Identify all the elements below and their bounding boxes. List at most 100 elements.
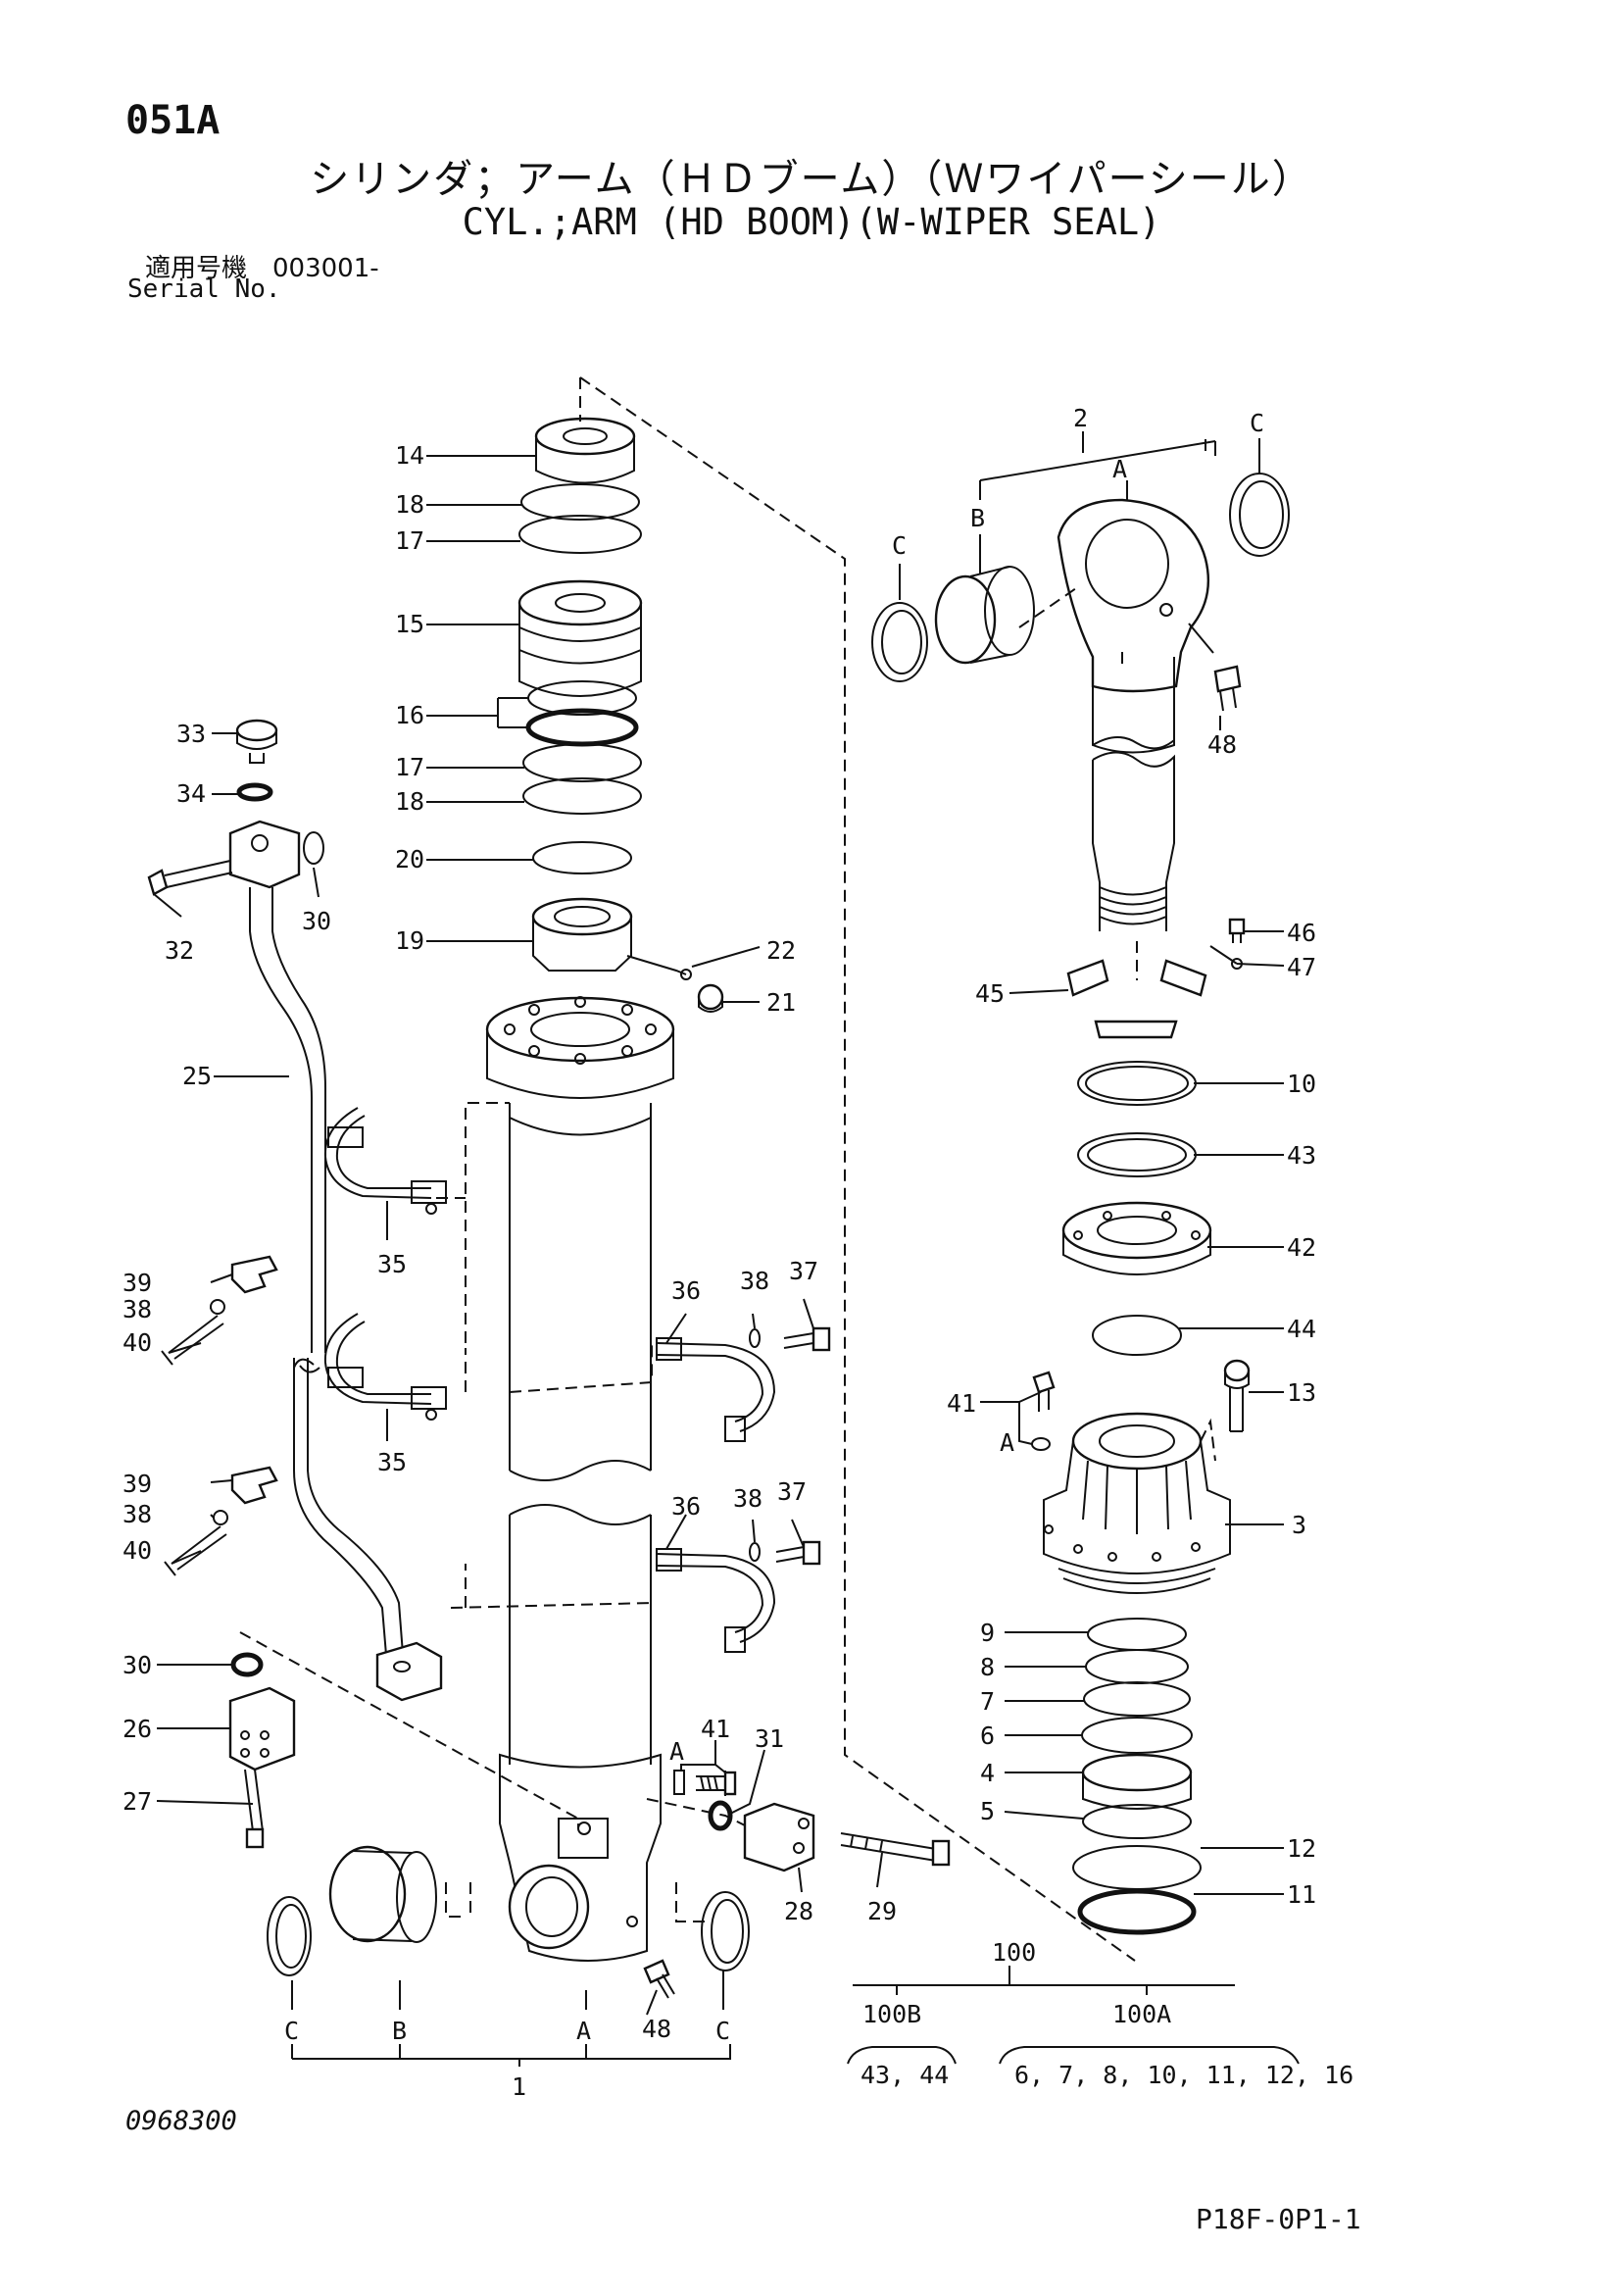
part-33-plug	[235, 719, 278, 764]
callout-33: 33	[176, 720, 206, 748]
callout-11: 11	[1287, 1880, 1316, 1909]
kit-100a: 100A	[1112, 2000, 1171, 2028]
part-12-ring	[1072, 1845, 1202, 1890]
part-c-seal-lower-right	[701, 1891, 750, 1972]
callout-48-lower: 48	[642, 2015, 671, 2043]
part-26-block	[228, 1686, 296, 1772]
fitting-assembly	[673, 1770, 951, 1872]
part-c-seal-upper-left-inner	[881, 610, 922, 674]
part-39-bracket-upper	[230, 1255, 278, 1294]
pipe-block-upper	[228, 820, 301, 889]
callout-6: 6	[980, 1722, 995, 1750]
callout-31: 31	[755, 1724, 784, 1753]
callout-26: 26	[123, 1715, 152, 1743]
assembly-guide-lines	[239, 376, 1216, 1962]
part-8-ring	[1085, 1649, 1189, 1684]
callout-8: 8	[980, 1653, 995, 1681]
page-title-english: CYL.;ARM (HD BOOM)(W-WIPER SEAL)	[462, 201, 1161, 243]
callout-28: 28	[784, 1897, 813, 1925]
letter-b-top: B	[970, 504, 985, 532]
part-5-ring	[1082, 1804, 1192, 1839]
callout-39-upper: 39	[123, 1269, 152, 1297]
letter-a-41: A	[1000, 1428, 1014, 1457]
part-43-ring-inner	[1087, 1138, 1187, 1172]
part-39-bracket-lower	[230, 1466, 278, 1505]
part-10-ring	[1077, 1061, 1197, 1106]
part-37-bolt-lower	[775, 1540, 821, 1566]
callout-32: 32	[165, 936, 194, 965]
callout-40-lower: 40	[123, 1536, 152, 1565]
rod-assembly	[871, 473, 1290, 1935]
letter-c-top-right: C	[1250, 409, 1264, 437]
cylinder-tube-lower	[509, 1504, 652, 1765]
callout-46: 46	[1287, 919, 1316, 947]
part-32-bolt	[147, 860, 233, 896]
part-17-ring-lower	[522, 743, 642, 782]
part-c-seal-lower-left-inner	[275, 1904, 307, 1969]
part-22-ball	[680, 969, 692, 980]
part-17-ring-upper	[518, 515, 642, 554]
leader-lines	[153, 431, 1285, 2016]
part-37-bolt-upper	[783, 1326, 831, 1352]
part-36-clamp-upper	[656, 1337, 776, 1442]
cylinder-tube-upper	[509, 1103, 652, 1481]
part-b-bushing-lower	[328, 1845, 437, 1943]
callout-30-lower: 30	[123, 1651, 152, 1679]
part-c-seal-lower-right-inner	[711, 1899, 744, 1964]
part-40-bolt-upper	[161, 1315, 224, 1366]
part-20-washer	[532, 841, 632, 874]
part-35-clamp-upper	[323, 1107, 447, 1215]
part-29-bolt	[840, 1832, 951, 1867]
cylinder-bottom-clevis	[499, 1753, 662, 1962]
callout-37-upper: 37	[789, 1257, 818, 1285]
piston-rod	[1092, 751, 1175, 931]
letter-c-bottom-right: C	[715, 2017, 730, 2045]
callout-25: 25	[182, 1062, 212, 1090]
callout-labels: 14 18 17 15 16 17 18 20 19 22 21 33 34 3…	[123, 404, 1316, 2101]
part-b-bushing-upper	[934, 566, 1035, 665]
part-18-ring-upper	[520, 483, 640, 521]
part-11-ring	[1077, 1888, 1197, 1935]
callout-38-upper-b: 38	[740, 1267, 769, 1295]
part-44-seal	[1092, 1315, 1182, 1356]
rod-eye	[1057, 498, 1209, 754]
part-45-stopper-bottom	[1094, 1020, 1178, 1039]
callout-48-upper: 48	[1207, 730, 1237, 759]
part-48-bolt-lower	[643, 1959, 675, 1999]
part-25-pipe	[249, 887, 326, 1353]
callout-21: 21	[766, 988, 796, 1017]
page-title-japanese: シリンダ；アーム（ＨＤブーム）（Ｗワイパーシール）	[310, 157, 1313, 202]
kit-100b-parts: 43, 44	[861, 2061, 949, 2089]
callout-27: 27	[123, 1787, 152, 1816]
part-30-o-ring-upper	[303, 831, 324, 865]
part-15-piston	[517, 579, 643, 697]
callout-20: 20	[395, 845, 424, 873]
callout-9: 9	[980, 1619, 995, 1647]
part-45-stopper-right	[1159, 959, 1207, 997]
letter-c-bottom-left: C	[284, 2017, 299, 2045]
part-18-ring-lower	[522, 777, 642, 815]
callout-22: 22	[766, 936, 796, 965]
callout-12: 12	[1287, 1834, 1316, 1863]
serial-label-english: Serial No.	[127, 275, 281, 304]
part-41-o-ring-upper	[1031, 1437, 1051, 1451]
callout-17-lower: 17	[395, 753, 424, 781]
callout-43: 43	[1287, 1141, 1316, 1170]
part-28-block	[743, 1802, 815, 1872]
part-35-clamp-lower	[323, 1313, 447, 1421]
part-40-bolt-lower	[164, 1525, 227, 1576]
part-38-washer-lower-b	[749, 1542, 761, 1562]
rod-clamps	[656, 1326, 831, 1653]
callout-18-upper: 18	[395, 490, 424, 519]
callout-7: 7	[980, 1687, 995, 1716]
callout-35-upper: 35	[377, 1250, 407, 1278]
part-21-plug	[697, 983, 724, 1013]
callout-38-lower-b: 38	[733, 1484, 762, 1513]
drawing-number: 0968300	[125, 2106, 237, 2136]
kit-labels: 100 100B 100A 43, 44 6, 7, 8, 10, 11, 12…	[861, 1938, 1353, 2089]
kit-100b: 100B	[862, 2000, 921, 2028]
part-9-ring	[1087, 1618, 1187, 1651]
part-c-seal-upper-right-inner	[1239, 480, 1284, 549]
callout-40-upper: 40	[123, 1328, 152, 1357]
